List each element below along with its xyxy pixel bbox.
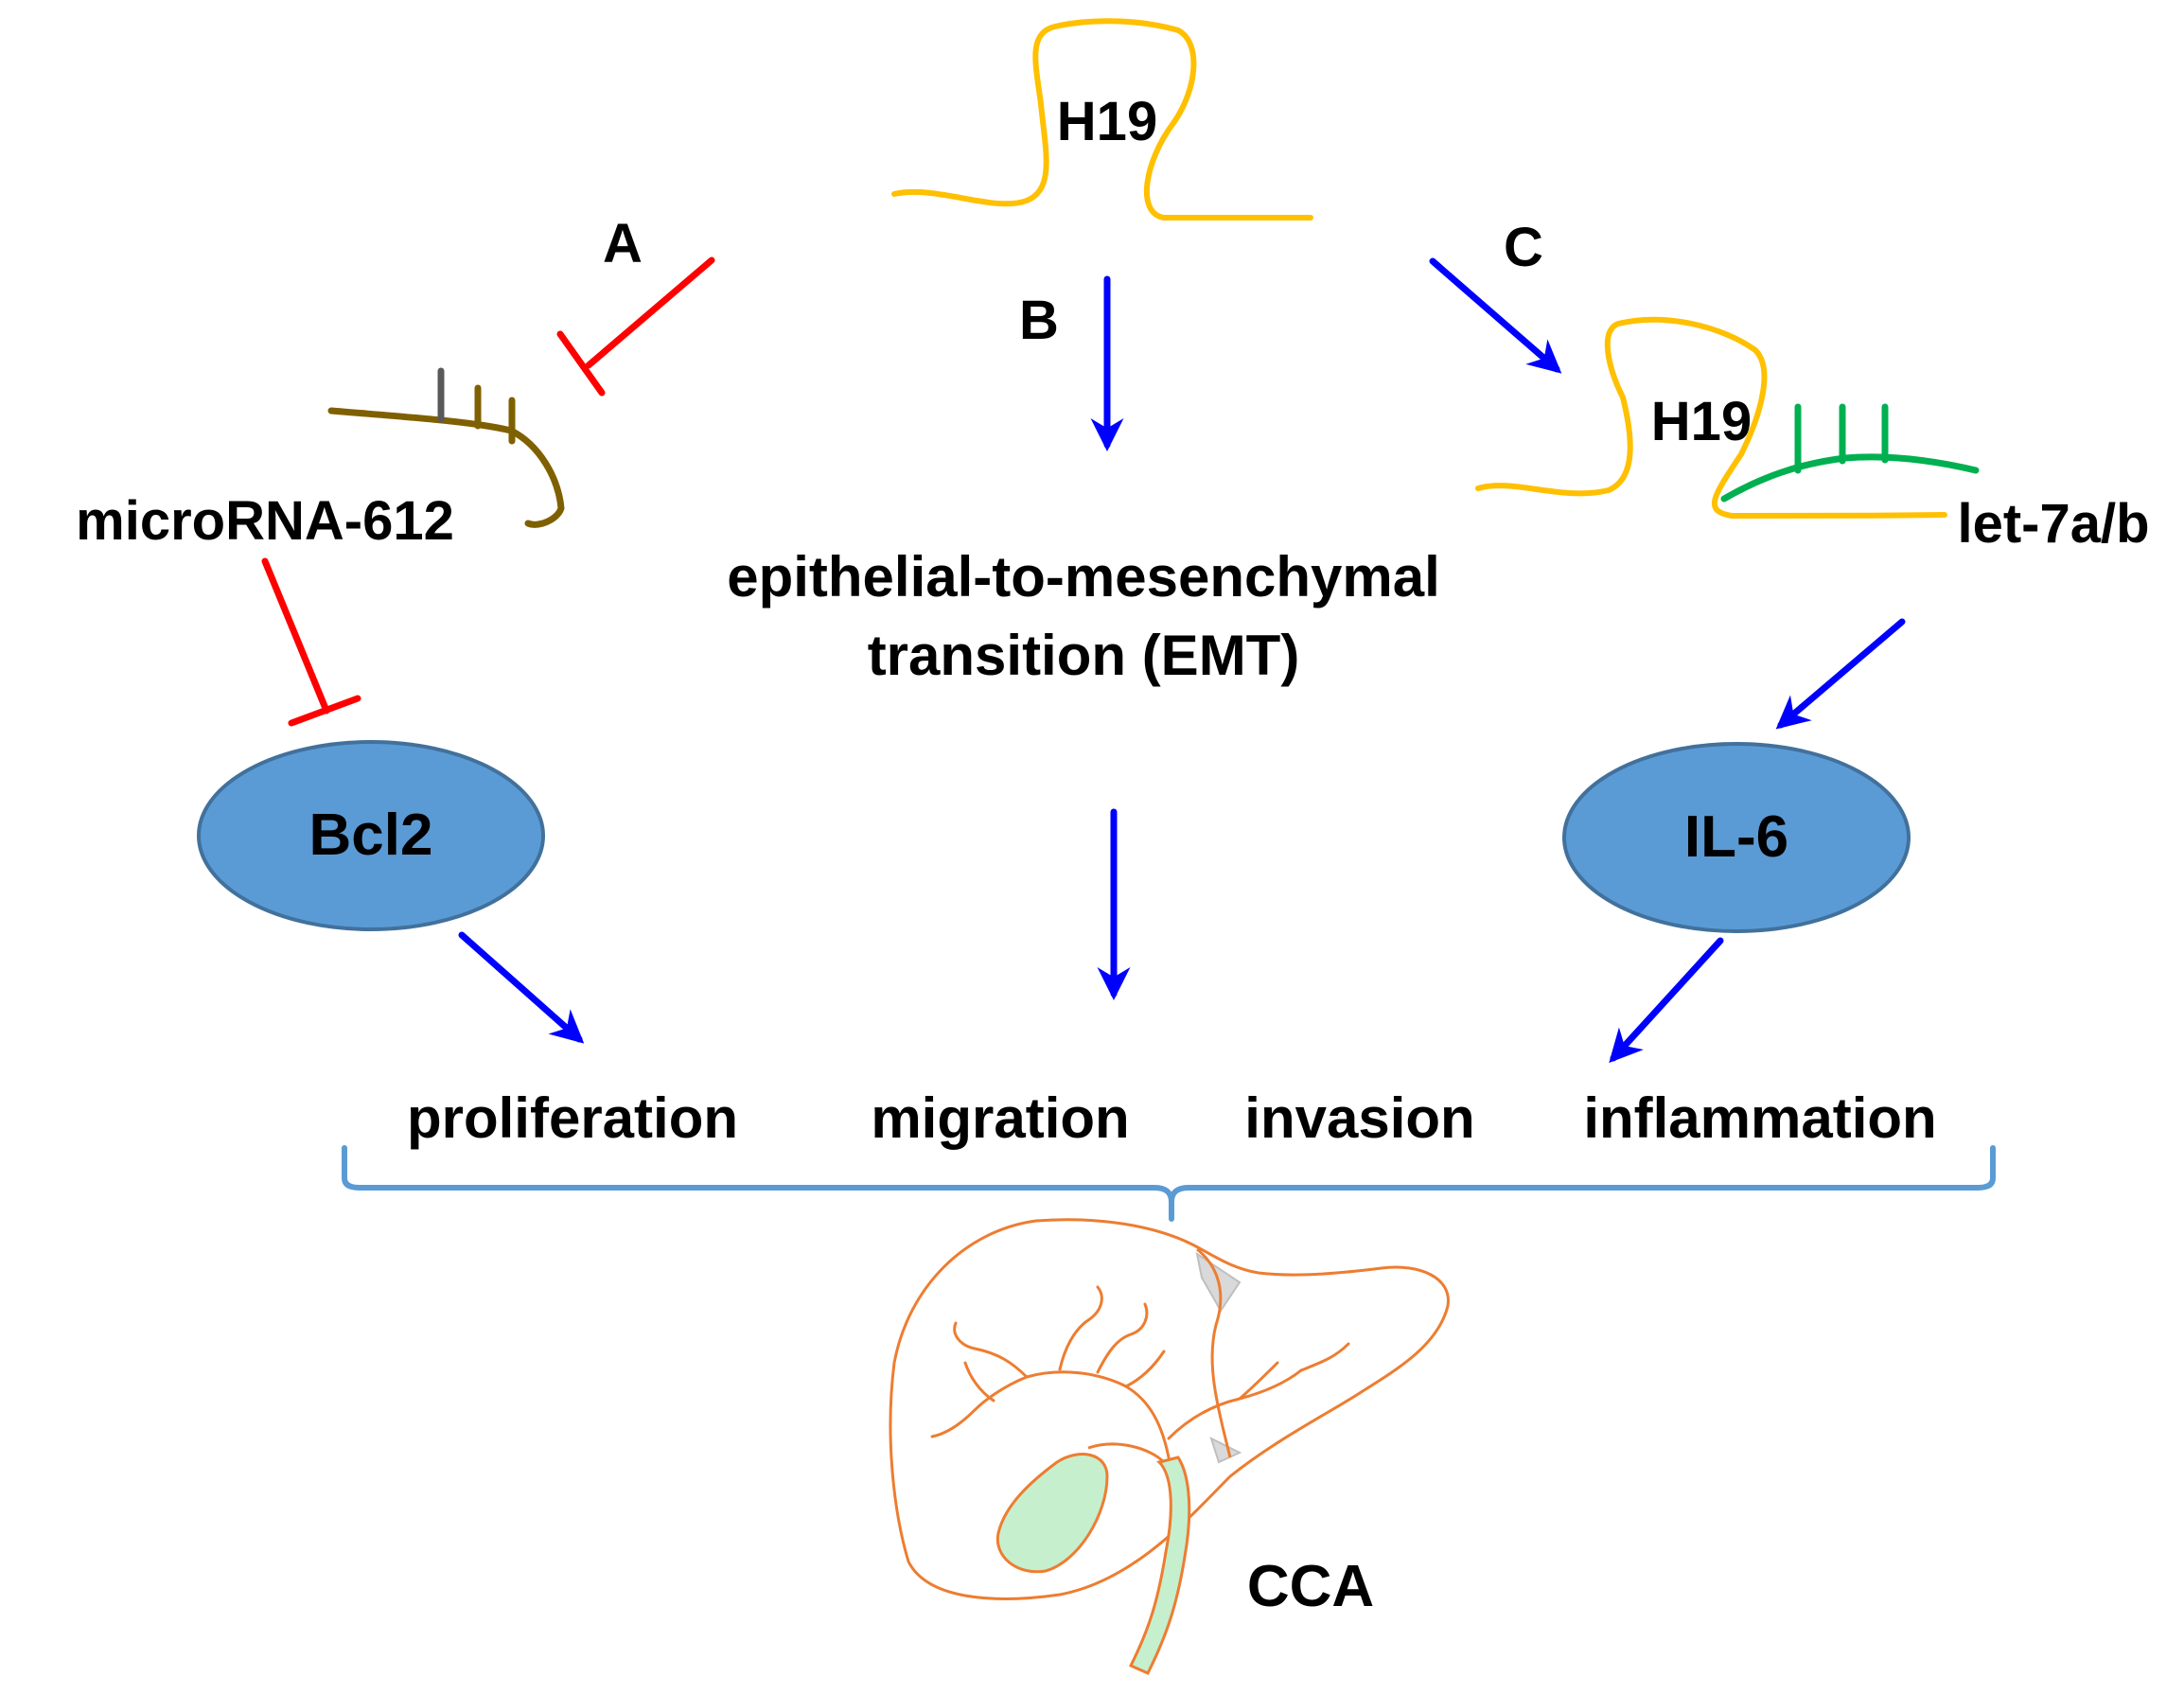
outcome-inflammation: inflammation bbox=[1583, 1086, 1936, 1150]
bcl2-node bbox=[197, 740, 545, 931]
liver-icon bbox=[889, 1218, 1450, 1675]
cca-label: CCA bbox=[1247, 1554, 1374, 1619]
pathway-label-b: B bbox=[1019, 290, 1059, 351]
emt-label-line2: transition (EMT) bbox=[868, 624, 1300, 687]
emt-label-line1: epithelial-to-mesenchymal bbox=[727, 545, 1440, 609]
h19-label-right: H19 bbox=[1651, 391, 1752, 452]
h19-rna-icon bbox=[891, 18, 1313, 221]
outcomes-brace bbox=[342, 1145, 1996, 1222]
il6-label: IL-6 bbox=[1684, 804, 1788, 870]
pathway-label-a: A bbox=[603, 213, 643, 274]
inhibit-arrow-a bbox=[556, 256, 715, 397]
outcome-migration: migration bbox=[871, 1086, 1129, 1150]
h19-let7-duplex-icon bbox=[1475, 316, 1980, 519]
let7-label: let-7a/b bbox=[1957, 493, 2149, 555]
activate-arrow-proliferation bbox=[458, 931, 585, 1044]
activate-arrow-c bbox=[1429, 257, 1562, 374]
il6-node bbox=[1562, 742, 1911, 933]
activate-arrow-inflammation bbox=[1609, 937, 1724, 1064]
h19-label-top: H19 bbox=[1057, 91, 1157, 152]
bcl2-label: Bcl2 bbox=[309, 803, 433, 868]
microrna-label: microRNA-612 bbox=[76, 490, 454, 552]
inhibit-arrow-bcl2 bbox=[261, 557, 361, 727]
activate-arrow-il6 bbox=[1775, 618, 1906, 730]
outcome-proliferation: proliferation bbox=[407, 1086, 738, 1150]
outcome-invasion: invasion bbox=[1244, 1086, 1474, 1150]
pathway-label-c: C bbox=[1504, 217, 1543, 278]
microrna-icon bbox=[327, 367, 565, 528]
